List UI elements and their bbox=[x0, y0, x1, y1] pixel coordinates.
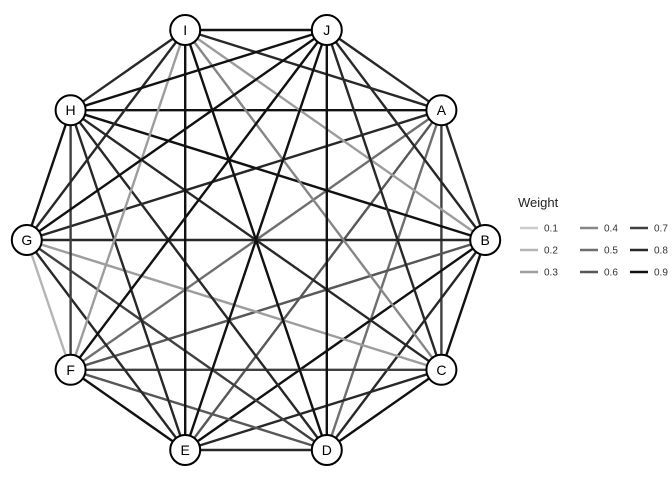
edge-F-G bbox=[25, 239, 72, 371]
node-circle bbox=[469, 224, 502, 256]
node-H: H bbox=[54, 94, 87, 127]
legend-label: 0.1 bbox=[544, 224, 558, 235]
edge-F-J bbox=[69, 29, 328, 371]
edge-G-H bbox=[25, 109, 72, 241]
edge-B-E bbox=[184, 239, 486, 451]
node-circle bbox=[54, 353, 87, 386]
legend-label: 0.6 bbox=[604, 268, 618, 279]
edge-F-I bbox=[69, 29, 187, 371]
edge-C-D bbox=[326, 368, 443, 451]
node-circle bbox=[425, 353, 458, 386]
edge-D-G bbox=[26, 239, 328, 451]
legend-item: 0.9 bbox=[630, 268, 668, 279]
edge-layer bbox=[25, 28, 487, 452]
edge-B-J bbox=[325, 29, 487, 241]
node-E: E bbox=[169, 434, 202, 466]
node-I: I bbox=[169, 14, 202, 46]
legend-label: 0.3 bbox=[544, 268, 558, 279]
node-circle bbox=[10, 224, 43, 256]
edge-H-J bbox=[70, 28, 328, 112]
node-label: A bbox=[437, 102, 447, 118]
edge-C-I bbox=[184, 29, 443, 371]
node-F: F bbox=[54, 353, 87, 386]
node-circle bbox=[169, 434, 202, 466]
edge-E-G bbox=[25, 239, 187, 451]
legend-label: 0.7 bbox=[654, 224, 668, 235]
edge-B-I bbox=[184, 29, 486, 241]
legend-label: 0.8 bbox=[654, 246, 668, 257]
legend-label: 0.5 bbox=[604, 246, 618, 257]
node-G: G bbox=[10, 224, 43, 256]
node-circle bbox=[169, 14, 202, 46]
node-layer: A B C D E F G H I J bbox=[10, 14, 502, 466]
node-B: B bbox=[469, 224, 502, 256]
node-circle bbox=[310, 14, 343, 46]
node-label: B bbox=[481, 232, 490, 248]
legend-label: 0.2 bbox=[544, 246, 558, 257]
node-D: D bbox=[310, 434, 343, 466]
edge-A-B bbox=[440, 109, 487, 241]
legend-item: 0.8 bbox=[630, 246, 668, 257]
edge-C-J bbox=[325, 29, 443, 371]
node-circle bbox=[425, 94, 458, 127]
edge-H-I bbox=[69, 29, 186, 112]
legend-item: 0.2 bbox=[520, 246, 558, 257]
node-A: A bbox=[425, 94, 458, 127]
legend-item: 0.5 bbox=[580, 246, 618, 257]
node-J: J bbox=[310, 14, 343, 46]
legend-item: 0.4 bbox=[580, 224, 618, 235]
node-label: G bbox=[21, 232, 32, 248]
legend-label: 0.4 bbox=[604, 224, 618, 235]
node-label: D bbox=[322, 442, 332, 458]
node-label: H bbox=[66, 102, 76, 118]
legend-label: 0.9 bbox=[654, 268, 668, 279]
edge-G-J bbox=[26, 29, 328, 241]
edge-G-I bbox=[25, 29, 187, 241]
edge-B-C bbox=[440, 239, 487, 371]
node-C: C bbox=[425, 353, 458, 386]
edge-E-F bbox=[69, 368, 186, 451]
edge-E-J bbox=[184, 29, 328, 451]
weight-legend: Weight 0.1 0.2 0.3 0.4 0.5 0.6 0.7 0.8 0.9 bbox=[518, 195, 668, 279]
legend-item: 0.1 bbox=[520, 224, 558, 235]
legend-item: 0.6 bbox=[580, 268, 618, 279]
legend-item: 0.3 bbox=[520, 268, 558, 279]
node-circle bbox=[310, 434, 343, 466]
node-label: C bbox=[436, 362, 446, 378]
node-label: F bbox=[66, 362, 75, 378]
edge-A-D bbox=[325, 109, 443, 451]
legend-item: 0.7 bbox=[630, 224, 668, 235]
edge-E-H bbox=[69, 109, 187, 451]
edge-D-H bbox=[69, 109, 328, 451]
node-label: E bbox=[181, 442, 190, 458]
node-circle bbox=[54, 94, 87, 127]
node-label: J bbox=[323, 22, 330, 38]
edge-A-J bbox=[326, 29, 443, 112]
legend-title: Weight bbox=[518, 195, 559, 210]
node-label: I bbox=[183, 22, 187, 38]
